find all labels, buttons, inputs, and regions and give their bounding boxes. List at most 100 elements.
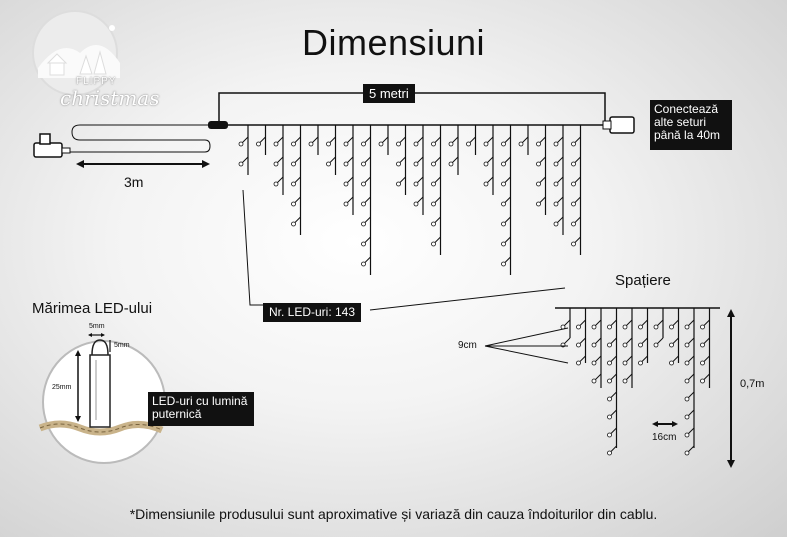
led-bulb-icon: [700, 378, 705, 384]
led-bulb-icon: [291, 161, 296, 167]
led-bulb-icon: [591, 324, 597, 330]
led-bulb-icon: [700, 324, 705, 330]
led-bulb-icon: [638, 324, 643, 330]
led-bulb-icon: [684, 342, 690, 348]
logo-brand-line2: christmas: [60, 86, 160, 110]
flippy-christmas-logo: FLIPPY christmas: [20, 8, 160, 110]
led-bulb-icon: [684, 324, 690, 330]
led-bulb-icon: [501, 261, 506, 267]
led-bulb-icon: [238, 141, 244, 147]
led-bulb-icon: [553, 221, 559, 227]
led-bulb-icon: [448, 161, 454, 167]
led-bulb-icon: [607, 360, 612, 366]
led-count-pointer-left: [242, 189, 263, 306]
led-bulb-icon: [684, 378, 690, 384]
led-bulb-icon: [326, 141, 331, 147]
led-bulb-icon: [431, 221, 436, 227]
led-bulb-icon: [653, 324, 659, 330]
led-bulb-icon: [343, 141, 349, 147]
led-bulb-icon: [466, 141, 471, 147]
led-bulb-icon: [501, 181, 506, 187]
led-bulb-icon: [653, 342, 659, 348]
led-bulb-icon: [291, 181, 296, 187]
led-bulb-icon: [361, 161, 366, 167]
led-bulb-icon: [622, 378, 628, 384]
length-label: 5 metri: [363, 84, 415, 103]
led-bulb-icon: [431, 201, 436, 207]
led-bulb-icon: [501, 241, 506, 247]
led-bulb-icon: [361, 221, 366, 227]
footer-disclaimer: *Dimensiunile produsului sunt aproximati…: [129, 506, 658, 522]
led-bulb-icon: [361, 141, 366, 147]
led-bulb-icon: [536, 141, 541, 147]
led-bulb-icon: [684, 432, 690, 438]
led-bulb-icon: [571, 201, 576, 207]
led-bulb-icon: [273, 181, 279, 187]
spacing-height-label: 0,7m: [740, 378, 765, 390]
led-bulb-icon: [361, 241, 366, 247]
led-bulb-icon: [684, 450, 690, 456]
led-bulb-icon: [448, 141, 454, 147]
led-bulb-icon: [576, 342, 581, 348]
led-bulb-icon: [343, 181, 349, 187]
cable-length-label: 3m: [124, 174, 144, 190]
led-bulb-icon: [396, 141, 401, 147]
led-note: LED-uri cu lumină puternică: [148, 392, 254, 426]
led-bulb-icon: [536, 161, 541, 167]
led-count-label: Nr. LED-uri: 143: [263, 303, 362, 322]
power-cable: [70, 124, 211, 153]
twisted-wire: [38, 420, 164, 436]
led-bulb-icon: [483, 161, 489, 167]
led-bulb-icon: [291, 141, 296, 147]
led-bulb-icon: [431, 161, 436, 167]
led-bulb-icon: [607, 378, 612, 384]
led-bulb-icon: [684, 414, 690, 420]
connect-note-line2: alte seturi: [654, 115, 707, 129]
led-count-pointer-right: [369, 287, 566, 311]
led-bulb-icon: [431, 241, 436, 247]
led-bulb: [89, 354, 111, 428]
led-bulb-icon: [591, 378, 597, 384]
icicle-strands: [238, 125, 582, 275]
led-bulb-icon: [607, 396, 612, 402]
led-bulb-icon: [571, 161, 576, 167]
led-note-line2: puternică: [152, 407, 202, 421]
led-bulb-icon: [291, 221, 296, 227]
led-bulb-icon: [553, 141, 559, 147]
led-bulb-icon: [273, 161, 279, 167]
led-bulb-icon: [607, 342, 612, 348]
led-bulb-icon: [553, 201, 559, 207]
led-bulb-icon: [669, 324, 674, 330]
led-bulb-icon: [501, 161, 506, 167]
led-bulb-icon: [669, 360, 674, 366]
led-bulb-label: 5mm: [114, 342, 130, 349]
led-bulb-icon: [413, 201, 419, 207]
led-bulb-icon: [684, 360, 690, 366]
led-bulb-icon: [431, 141, 436, 147]
led-bulb-icon: [273, 141, 279, 147]
led-bulb-icon: [571, 241, 576, 247]
led-bulb-icon: [501, 221, 506, 227]
led-bulb-icon: [607, 414, 612, 420]
led-bulb-icon: [343, 201, 349, 207]
led-bulb-icon: [638, 360, 643, 366]
led-bulb-icon: [413, 161, 419, 167]
led-bulb-icon: [413, 141, 419, 147]
connect-note: Conectează alte seturi până la 40m: [650, 100, 732, 150]
led-height-label: 25mm: [52, 384, 72, 391]
led-bulb-icon: [607, 450, 612, 456]
spacing-16cm-label: 16cm: [652, 432, 677, 443]
power-adapter-icon: [33, 133, 71, 158]
led-bulb-icon: [607, 432, 612, 438]
led-bulb-icon: [483, 141, 489, 147]
led-bulb-icon: [291, 201, 296, 207]
led-bulb-icon: [536, 181, 541, 187]
led-bulb-icon: [576, 360, 581, 366]
led-bulb-icon: [607, 324, 612, 330]
led-bulb-icon: [238, 161, 244, 167]
led-bulb-icon: [622, 360, 628, 366]
connect-note-line1: Conectează: [654, 102, 719, 116]
led-bulb-icon: [571, 221, 576, 227]
